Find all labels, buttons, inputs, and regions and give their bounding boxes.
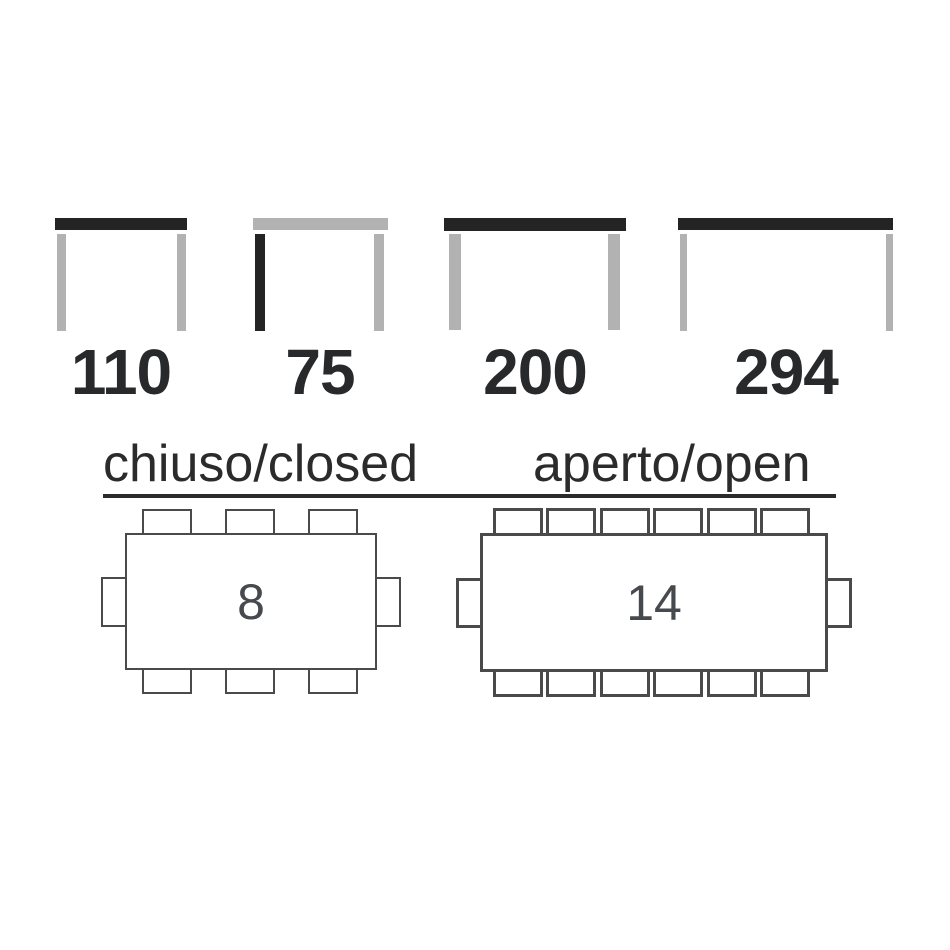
table-leg-icon xyxy=(608,234,620,330)
table-leg-icon xyxy=(680,234,687,331)
table-leg-icon xyxy=(449,234,461,330)
heading-underline xyxy=(103,494,836,498)
chair-icon xyxy=(546,667,596,697)
closed-seat-count: 8 xyxy=(237,573,265,630)
tabletop-side-icon xyxy=(55,218,187,230)
dimension-value: 75 xyxy=(285,336,355,408)
chair-icon xyxy=(142,509,192,537)
chair-icon xyxy=(308,666,358,694)
dimension-value: 294 xyxy=(734,336,839,408)
tabletop-side-icon xyxy=(253,218,388,230)
open-tabletop: 14 xyxy=(480,533,828,672)
table-leg-icon xyxy=(177,234,186,331)
chair-icon xyxy=(225,666,275,694)
dimension-value: 200 xyxy=(483,336,588,408)
chair-icon xyxy=(374,577,401,627)
tabletop-side-icon xyxy=(444,218,626,231)
open-seat-count: 14 xyxy=(626,574,682,631)
closed-section-label: chiuso/closed xyxy=(103,435,419,493)
open-section-label: aperto/open xyxy=(533,435,811,493)
closed-tabletop: 8 xyxy=(125,533,377,670)
table-leg-icon xyxy=(57,234,66,331)
chair-icon xyxy=(142,666,192,694)
table-leg-icon xyxy=(886,234,893,331)
chair-icon xyxy=(825,578,852,628)
dimension-value: 110 xyxy=(70,336,172,408)
chair-icon xyxy=(101,577,128,627)
tabletop-side-icon xyxy=(678,218,893,230)
table-leg-icon xyxy=(374,234,384,331)
table-leg-icon xyxy=(255,234,265,331)
chair-icon xyxy=(456,578,483,628)
